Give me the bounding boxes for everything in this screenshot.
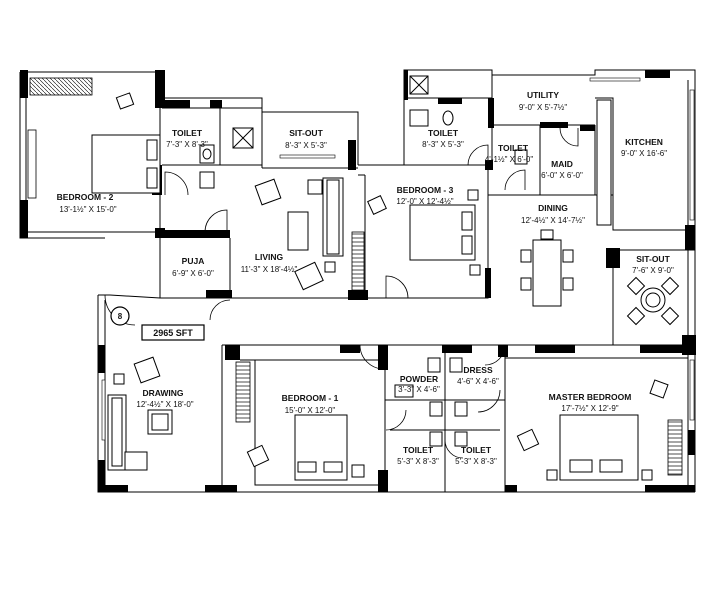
sitout-b-name: SIT-OUT <box>636 254 670 264</box>
powder-name: POWDER <box>400 374 438 384</box>
bedroom1-dim: 15'-0" X 12'-0" <box>285 406 336 415</box>
toilet-b-name: TOILET <box>428 128 459 138</box>
toilet-a-dim: 7'-3" X 8'-3" <box>166 140 208 149</box>
master-bedroom-name: MASTER BEDROOM <box>549 392 632 402</box>
dress-dim: 4'-6" X 4'-6" <box>457 377 499 386</box>
kitchen-dim: 9'-0" X 16'-6" <box>621 149 667 158</box>
toilet-e-name: TOILET <box>461 445 492 455</box>
kitchen-name: KITCHEN <box>625 137 663 147</box>
bedroom3-name: BEDROOM - 3 <box>397 185 454 195</box>
bedroom3-dim: 12'-0" X 12'-4½" <box>396 197 453 206</box>
drawing-name: DRAWING <box>142 388 183 398</box>
sitout-a-dim: 8'-3" X 5'-3" <box>285 141 327 150</box>
toilet-b-dim: 8'-3" X 5'-3" <box>422 140 464 149</box>
maid-dim: 6'-0" X 6'-0" <box>541 171 583 180</box>
sitout-b-dim: 7'-6" X 9'-0" <box>632 266 674 275</box>
toilet-c-name: TOILET <box>498 143 529 153</box>
furniture <box>91 92 680 481</box>
drawing-dim: 12'-4½" X 18'-0" <box>136 400 193 409</box>
puja-name: PUJA <box>182 256 205 266</box>
room-labels: BEDROOM - 2 13'-1½" X 15'-0" TOILET 7'-3… <box>57 90 674 466</box>
door-swings <box>104 127 579 459</box>
unit-number: 8 <box>118 312 123 321</box>
maid-name: MAID <box>551 159 573 169</box>
utility-dim: 9'-0" X 5'-7½" <box>519 103 567 112</box>
toilet-a-name: TOILET <box>172 128 203 138</box>
area-badge: 2965 SFT <box>141 324 205 341</box>
unit-number-badge: 8 <box>110 306 130 326</box>
puja-dim: 6'-9" X 6'-0" <box>172 269 214 278</box>
powder-dim: 3'-3" X 4'-6" <box>398 385 440 394</box>
sitout-a-name: SIT-OUT <box>289 128 323 138</box>
utility-name: UTILITY <box>527 90 559 100</box>
bedroom2-dim: 13'-1½" X 15'-0" <box>59 205 116 214</box>
toilet-d-name: TOILET <box>403 445 434 455</box>
toilet-d-dim: 5'-3" X 8'-3" <box>397 457 439 466</box>
master-bedroom-dim: 17'-7½" X 12'-9" <box>561 404 618 413</box>
toilet-e-dim: 5'-3" X 8'-3" <box>455 457 497 466</box>
living-name: LIVING <box>255 252 284 262</box>
area-label: 2965 SFT <box>153 328 193 338</box>
bedroom1-name: BEDROOM - 1 <box>282 393 339 403</box>
dining-name: DINING <box>538 203 568 213</box>
bedroom2-name: BEDROOM - 2 <box>57 192 114 202</box>
dress-name: DRESS <box>463 365 493 375</box>
living-dim: 11'-3" X 18'-4½" <box>241 265 298 274</box>
toilet-c-dim: 4'-1½" X 6'-0" <box>485 155 533 164</box>
dining-dim: 12'-4½" X 14'-7½" <box>521 216 585 225</box>
window-panels <box>27 75 695 476</box>
